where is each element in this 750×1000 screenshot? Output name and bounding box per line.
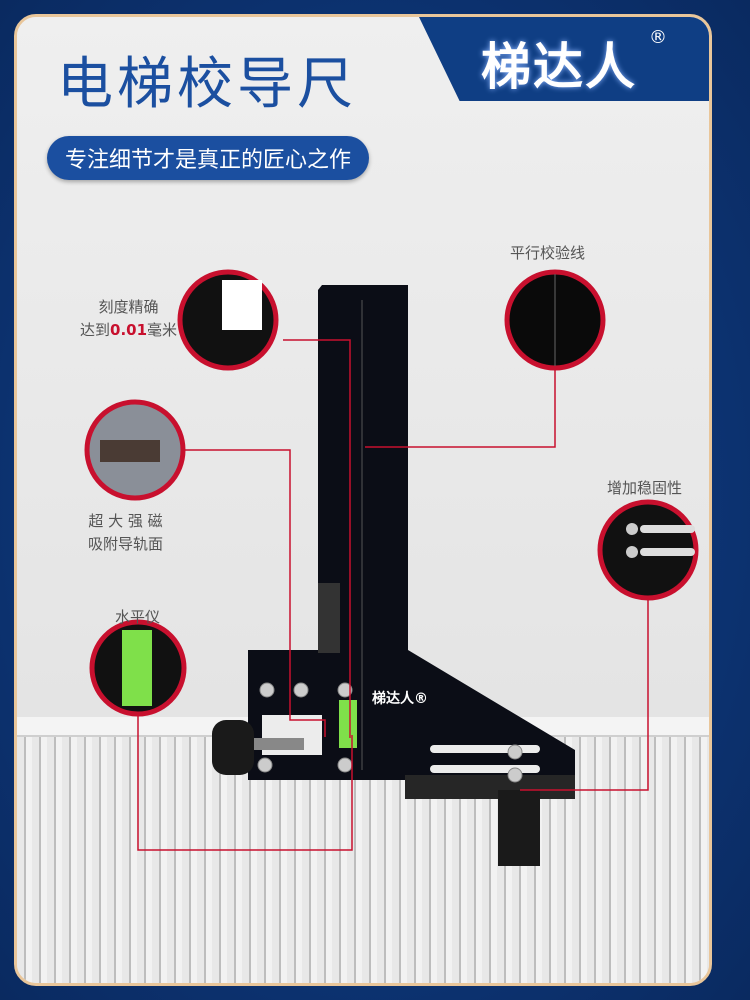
ruler — [212, 285, 575, 866]
magnet-label: 超 大 强 磁 吸附导轨面 — [88, 510, 163, 556]
slogan-badge: 专注细节才是真正的匠心之作 — [47, 136, 370, 180]
product-card: 梯达人 ® 电梯校导尺 专注细节才是真正的匠心之作 — [14, 14, 712, 986]
precision-zoom-circle — [177, 269, 279, 371]
page-title: 电梯校导尺 — [57, 52, 357, 117]
magnet-line2: 吸附导轨面 — [88, 535, 164, 553]
precision-prefix: 达到 — [80, 321, 111, 339]
level-label: 水平仪 — [115, 608, 161, 626]
product-logo: 梯达人® — [372, 690, 428, 707]
precision-line2: 达到0.01毫米 — [80, 319, 177, 342]
stability-label: 增加稳固性 — [607, 479, 683, 497]
stability-zoom-circle — [597, 499, 699, 601]
parallel-line-zoom-circle — [504, 269, 606, 371]
brand-banner: 梯达人 ® — [419, 17, 709, 101]
brand-name: 梯达人 — [481, 38, 637, 96]
level-zoom-circle — [89, 619, 187, 717]
precision-suffix: 毫米 — [147, 321, 178, 339]
registered-mark: ® — [649, 27, 667, 48]
parallel-label: 平行校验线 — [510, 244, 586, 262]
magnet-zoom-circle — [84, 399, 186, 501]
precision-line1: 刻度精确 — [98, 298, 159, 316]
precision-value: 0.01 — [110, 321, 148, 339]
magnet-line1: 超 大 强 磁 — [88, 512, 163, 530]
precision-label: 刻度精确 达到0.01毫米 — [80, 296, 177, 342]
callout-lines — [137, 339, 649, 851]
